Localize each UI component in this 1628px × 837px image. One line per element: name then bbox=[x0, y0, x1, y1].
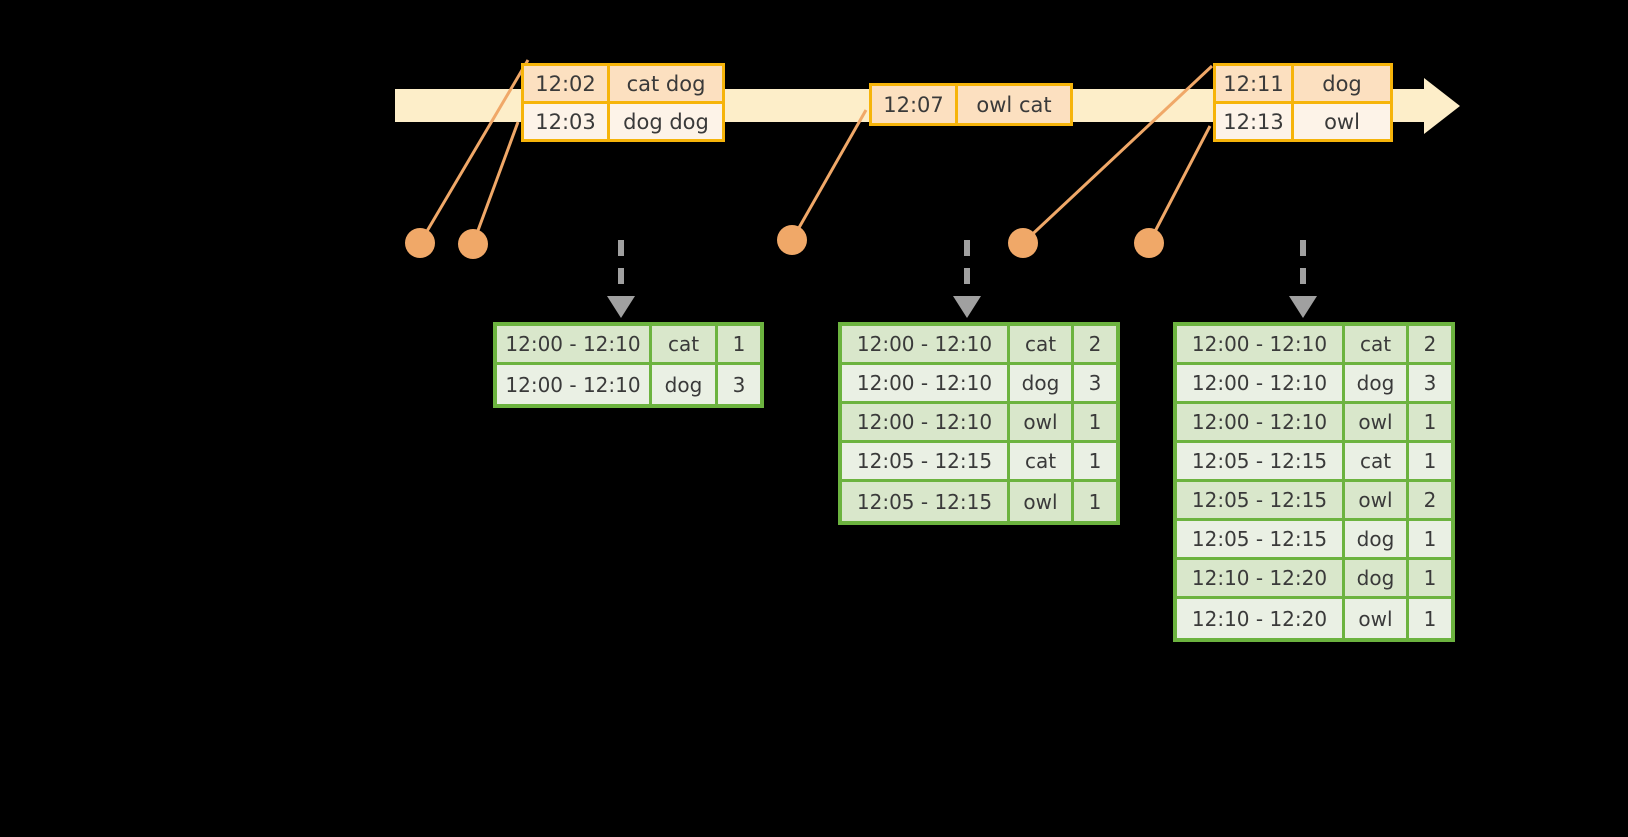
count-cell: 1 bbox=[1409, 404, 1451, 443]
count-cell: 1 bbox=[1409, 599, 1451, 638]
event-time: 12:02 bbox=[524, 66, 610, 101]
word-cell: cat bbox=[1010, 326, 1074, 365]
word-cell: dog bbox=[652, 365, 718, 404]
word-cell: owl bbox=[1345, 404, 1409, 443]
window-cell: 12:00 - 12:10 bbox=[1177, 404, 1345, 443]
event-marker-2 bbox=[458, 229, 488, 259]
event-row: 12:13 owl bbox=[1216, 101, 1390, 139]
word-cell: owl bbox=[1345, 599, 1409, 638]
count-cell: 3 bbox=[718, 365, 760, 404]
event-marker-3 bbox=[777, 225, 807, 255]
word-cell: cat bbox=[1345, 443, 1409, 482]
event-marker-5-line bbox=[1147, 125, 1212, 244]
event-marker-4 bbox=[1008, 228, 1038, 258]
flow-arrow-2-head bbox=[953, 296, 981, 318]
event-marker-1-line bbox=[418, 59, 530, 244]
window-cell: 12:05 - 12:15 bbox=[1177, 521, 1345, 560]
event-words: cat dog bbox=[626, 71, 706, 96]
event-group-2: 12:07 owl cat bbox=[869, 83, 1073, 126]
event-marker-3-line bbox=[790, 109, 868, 241]
window-cell: 12:05 - 12:15 bbox=[1177, 443, 1345, 482]
window-cell: 12:00 - 12:10 bbox=[1177, 365, 1345, 404]
event-words: dog bbox=[1322, 71, 1362, 96]
count-cell: 2 bbox=[1409, 482, 1451, 521]
count-cell: 1 bbox=[1409, 521, 1451, 560]
word-cell: dog bbox=[1345, 560, 1409, 599]
window-cell: 12:10 - 12:20 bbox=[1177, 560, 1345, 599]
event-time: 12:03 bbox=[524, 104, 610, 139]
event-row: 12:07 owl cat bbox=[872, 86, 1070, 123]
window-cell: 12:00 - 12:10 bbox=[842, 404, 1010, 443]
event-group-3: 12:11 dog 12:13 owl bbox=[1213, 63, 1393, 142]
count-cell: 1 bbox=[1409, 443, 1451, 482]
window-cell: 12:00 - 12:10 bbox=[497, 365, 652, 404]
window-cell: 12:05 - 12:15 bbox=[842, 443, 1010, 482]
window-cell: 12:10 - 12:20 bbox=[1177, 599, 1345, 638]
event-time: 12:07 bbox=[872, 86, 958, 123]
event-row: 12:02 cat dog bbox=[524, 66, 722, 101]
count-cell: 1 bbox=[718, 326, 760, 365]
word-cell: dog bbox=[1345, 365, 1409, 404]
event-time: 12:13 bbox=[1216, 104, 1294, 139]
event-row: 12:11 dog bbox=[1216, 66, 1390, 101]
flow-arrow-3-head bbox=[1289, 296, 1317, 318]
word-cell: cat bbox=[1010, 443, 1074, 482]
word-cell: dog bbox=[1010, 365, 1074, 404]
window-cell: 12:00 - 12:10 bbox=[842, 365, 1010, 404]
count-cell: 1 bbox=[1409, 560, 1451, 599]
count-cell: 2 bbox=[1074, 326, 1116, 365]
window-cell: 12:05 - 12:15 bbox=[1177, 482, 1345, 521]
word-cell: owl bbox=[1345, 482, 1409, 521]
event-marker-2-line bbox=[471, 121, 520, 245]
word-cell: owl bbox=[1010, 482, 1074, 521]
event-words: dog dog bbox=[623, 109, 709, 134]
flow-arrow-1-head bbox=[607, 296, 635, 318]
count-cell: 3 bbox=[1074, 365, 1116, 404]
event-words: owl cat bbox=[976, 92, 1052, 117]
count-cell: 3 bbox=[1409, 365, 1451, 404]
event-words: owl bbox=[1324, 109, 1360, 134]
window-cell: 12:00 - 12:10 bbox=[842, 326, 1010, 365]
window-cell: 12:05 - 12:15 bbox=[842, 482, 1010, 521]
window-cell: 12:00 - 12:10 bbox=[497, 326, 652, 365]
word-cell: cat bbox=[1345, 326, 1409, 365]
timeline-arrow-head bbox=[1424, 78, 1460, 134]
event-row: 12:03 dog dog bbox=[524, 101, 722, 139]
count-cell: 1 bbox=[1074, 404, 1116, 443]
event-marker-1 bbox=[405, 228, 435, 258]
count-cell: 1 bbox=[1074, 482, 1116, 521]
event-group-1: 12:02 cat dog 12:03 dog dog bbox=[521, 63, 725, 142]
word-cell: dog bbox=[1345, 521, 1409, 560]
window-cell: 12:00 - 12:10 bbox=[1177, 326, 1345, 365]
word-cell: owl bbox=[1010, 404, 1074, 443]
count-cell: 1 bbox=[1074, 443, 1116, 482]
count-cell: 2 bbox=[1409, 326, 1451, 365]
word-cell: cat bbox=[652, 326, 718, 365]
event-time: 12:11 bbox=[1216, 66, 1294, 101]
event-marker-5 bbox=[1134, 228, 1164, 258]
